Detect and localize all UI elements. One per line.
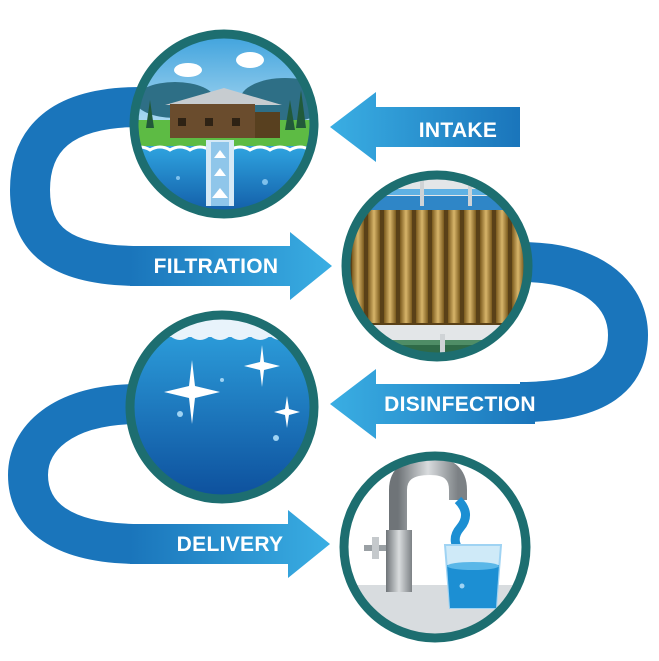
arrow-intake: INTAKE: [330, 92, 520, 162]
label-delivery: DELIVERY: [177, 533, 284, 556]
sparkle-icon: [274, 396, 300, 428]
connector-disinfection-to-delivery: [7, 384, 141, 564]
arrow-delivery: DELIVERY: [130, 510, 330, 578]
arrow-filtration: FILTRATION: [130, 232, 332, 300]
label-intake: INTAKE: [419, 119, 497, 142]
connector-intake-to-filtration: [9, 87, 141, 286]
arrow-disinfection: DISINFECTION: [330, 369, 536, 439]
filtration-illustration: [341, 170, 533, 362]
label-filtration: FILTRATION: [154, 255, 279, 278]
delivery-illustration: [339, 451, 531, 643]
connector-filtration-to-disinfection: [519, 242, 649, 422]
sparkle-icon: [164, 360, 220, 424]
label-disinfection: DISINFECTION: [384, 393, 536, 416]
intake-illustration: [129, 29, 319, 219]
disinfection-illustration: [125, 310, 319, 504]
sparkle-icon: [244, 345, 280, 387]
